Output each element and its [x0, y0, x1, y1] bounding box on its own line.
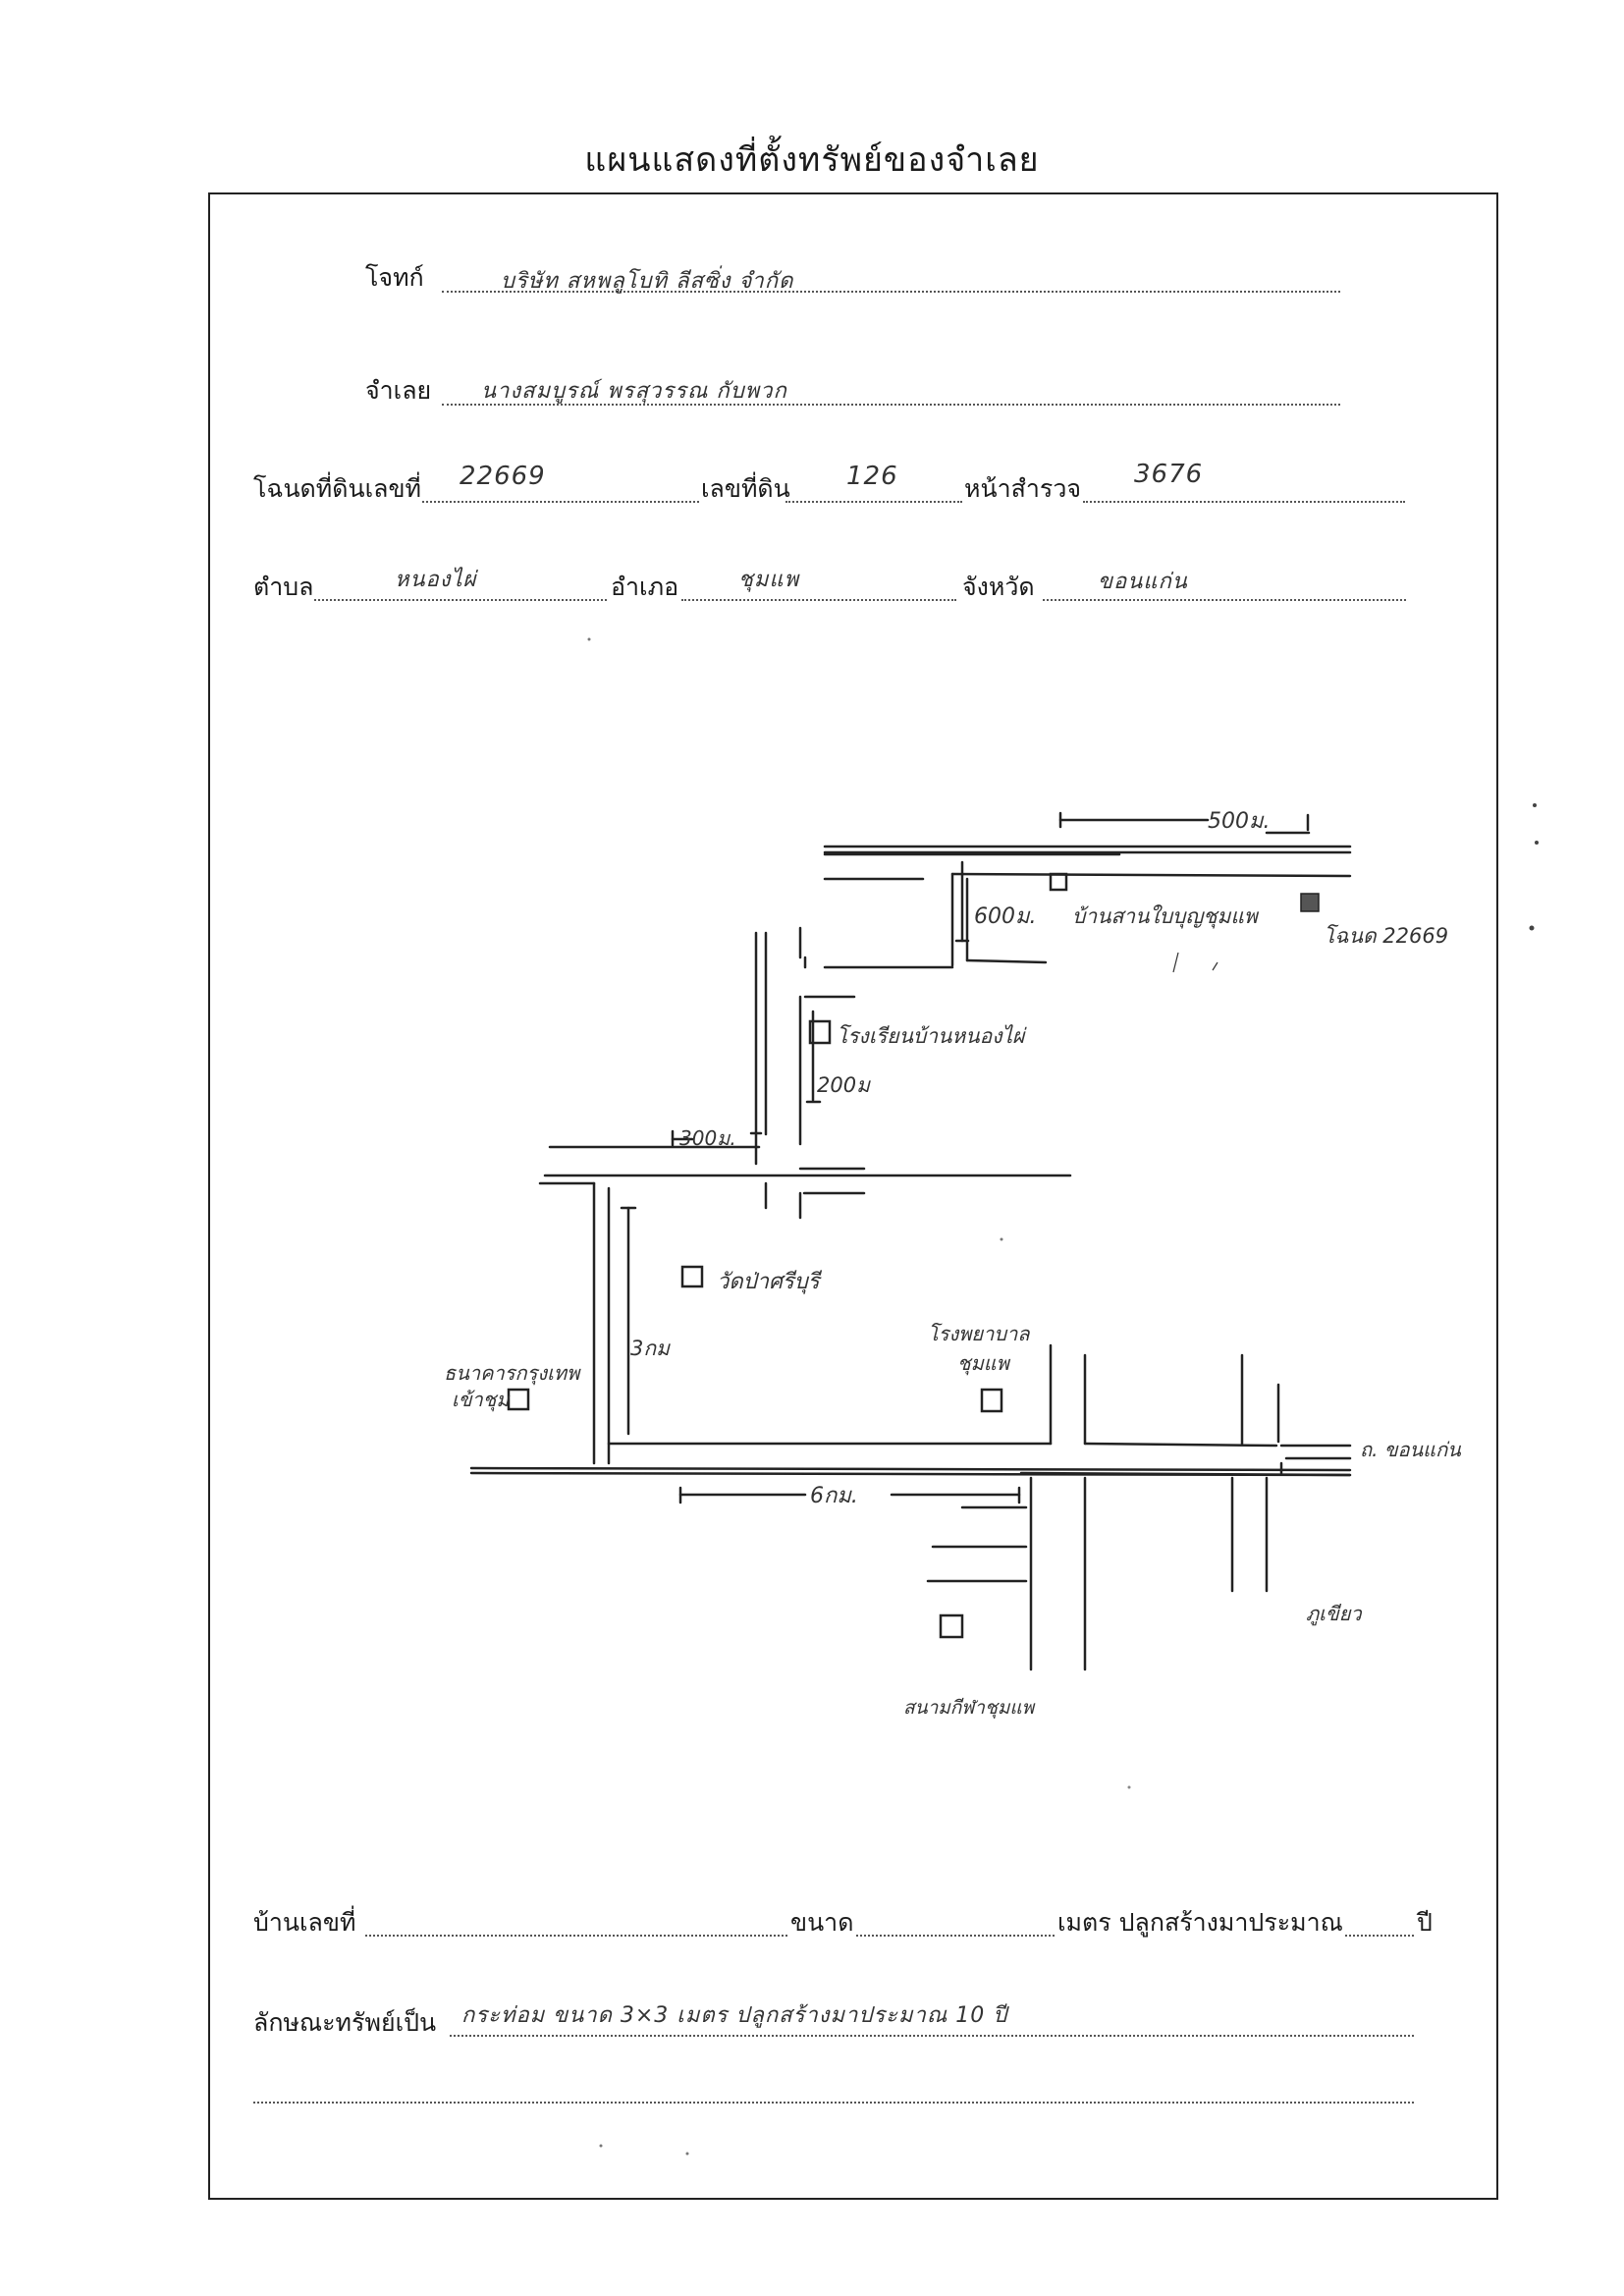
size-label: ขนาด — [790, 1908, 854, 1937]
plaintiff-label: โจทก์ — [365, 263, 424, 292]
map-road-top-lower — [950, 872, 1352, 878]
deed-line — [422, 501, 699, 503]
map-bank-label-1: ธนาคารกรุงเทพ — [444, 1361, 581, 1386]
land-no-line — [785, 501, 962, 503]
plaintiff-value: บริษัท สหพลูโบทิ ลีสซิ่ง จำกัด — [501, 269, 794, 294]
survey-value: 3676 — [1134, 460, 1204, 489]
map-road-main-upper — [469, 1466, 1352, 1472]
map-plot-marker-icon — [1300, 893, 1320, 912]
province-line — [1043, 599, 1406, 601]
map-temple-label: วัดป่าศรีบุรี — [717, 1270, 823, 1294]
page-title: แผนแสดงที่ตั้งทรัพย์ของจำเลย — [584, 140, 1040, 180]
map-road-main-lower-east — [1019, 1471, 1352, 1477]
land-no-value: 126 — [846, 462, 898, 491]
subdistrict-line — [314, 599, 607, 601]
map-school-label: โรงเรียนบ้านหนองไผ่ — [837, 1024, 1027, 1048]
map-park-icon — [939, 1613, 964, 1639]
map-bank-icon — [507, 1388, 530, 1411]
map-village-office-label: บ้านสานใบบุญชุมแพ — [1072, 904, 1260, 929]
map-village-office-icon — [1049, 872, 1068, 892]
district-line — [681, 599, 956, 601]
map-plot-label: โฉนด 22669 — [1324, 924, 1448, 948]
house-no-label: บ้านเลขที่ — [253, 1908, 356, 1937]
map-temple-icon — [680, 1265, 704, 1288]
map-park-label: สนามกีฬาชุมแพ — [903, 1697, 1036, 1719]
map-dim-6km-label: 6กม. — [810, 1484, 858, 1508]
defendant-line — [442, 404, 1340, 406]
plaintiff-line — [442, 291, 1340, 293]
map-dim-3km-label: 3กม — [630, 1337, 671, 1360]
map-hospital-label-1: โรงพยาบาล — [928, 1322, 1031, 1345]
map-bank-label-2: เข้าชุม — [452, 1388, 511, 1412]
map-dim-200-label: 200ม — [817, 1073, 871, 1097]
defendant-value: นางสมบูรณ์ พรสุวรรณ กับพวก — [481, 379, 787, 404]
defendant-label: จำเลย — [365, 376, 432, 405]
province-value: ขอนแก่น — [1098, 570, 1188, 594]
map-road-branch-end — [965, 958, 1048, 964]
map-phukhieo-label: ภูเขียว — [1306, 1602, 1363, 1626]
property-line — [450, 2035, 1414, 2037]
house-no-line — [365, 1935, 787, 1937]
map-hospital-icon — [980, 1388, 1003, 1413]
year-line — [1345, 1935, 1414, 1937]
subdistrict-value: หนองไผ่ — [395, 568, 477, 592]
survey-line — [1083, 501, 1405, 503]
map-dim-300-label: 300ม. — [679, 1126, 736, 1150]
map-road-main-north-east — [1083, 1442, 1278, 1448]
map-road-khonkaen-label: ถ. ขอนแก่น — [1360, 1438, 1462, 1461]
meter-label: เมตร ปลูกสร้างมาประมาณ — [1057, 1908, 1343, 1937]
map-school-icon — [808, 1019, 832, 1045]
location-map: 500ม. 600ม. บ้านสานใบบุญชุมแพ โฉนด 22669… — [444, 809, 1462, 1719]
survey-label: หน้าสำรวจ — [964, 474, 1082, 503]
map-dim-600-label: 600ม. — [974, 904, 1037, 929]
map-dim-500-label: 500ม. — [1208, 809, 1271, 834]
property-value: กระท่อม ขนาด 3×3 เมตร ปลูกสร้างมาประมาณ … — [461, 2003, 1008, 2028]
property-line-2 — [253, 2102, 1414, 2104]
property-label: ลักษณะทรัพย์เป็น — [253, 2008, 437, 2037]
year-label: ปี — [1417, 1908, 1433, 1937]
district-value: ชุมแพ — [738, 568, 800, 592]
subdistrict-label: ตำบล — [253, 573, 314, 601]
size-line — [856, 1935, 1055, 1937]
land-no-label: เลขที่ดิน — [701, 474, 790, 503]
province-label: จังหวัด — [962, 573, 1035, 601]
document-frame — [208, 192, 1498, 2200]
district-label: อำเภอ — [611, 573, 679, 601]
deed-label: โฉนดที่ดินเลขที่ — [253, 474, 422, 503]
map-hospital-label-2: ชุมแพ — [957, 1351, 1011, 1376]
deed-value: 22669 — [460, 462, 546, 491]
